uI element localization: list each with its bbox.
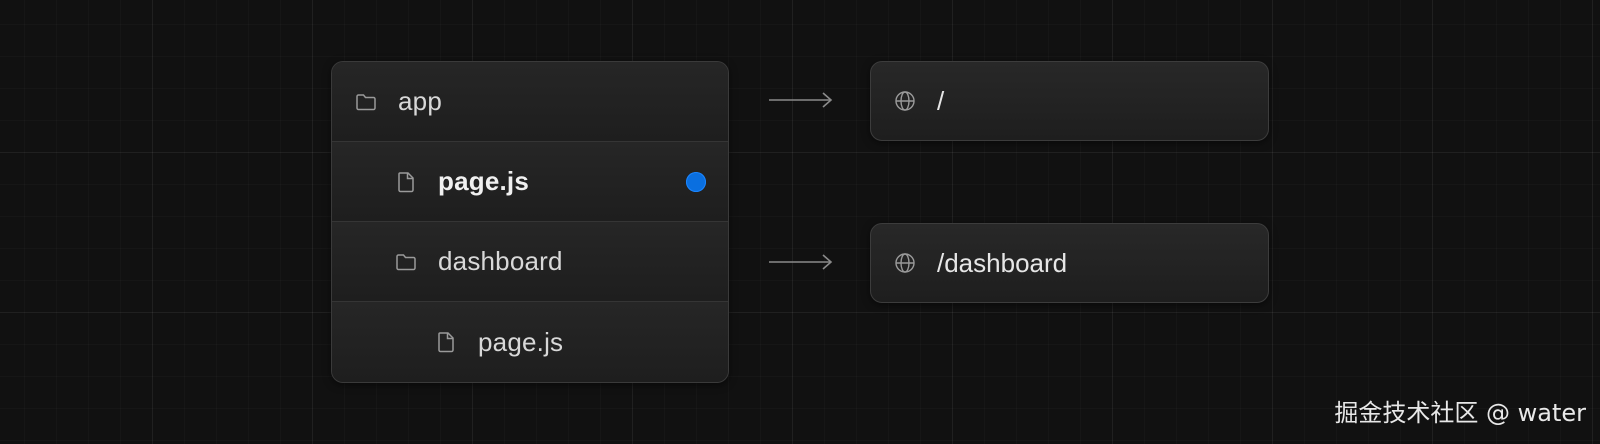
arrow-right-icon — [768, 92, 834, 108]
file-icon — [435, 331, 457, 353]
tree-row-dashboard-page-file: page.js — [332, 302, 728, 382]
tree-row-app-folder: app — [332, 62, 728, 142]
arrow-right-icon — [768, 254, 834, 270]
route-path-label: /dashboard — [937, 247, 1068, 278]
tree-row-label: page.js — [438, 166, 529, 196]
tree-row-label: app — [398, 86, 442, 116]
route-path-label: / — [937, 85, 945, 116]
tree-row-root-page-file: page.js — [332, 142, 728, 222]
globe-icon — [894, 90, 916, 112]
folder-icon — [355, 91, 377, 113]
globe-icon — [894, 252, 916, 274]
tree-row-dashboard-folder: dashboard — [332, 222, 728, 302]
active-indicator-dot — [686, 171, 706, 192]
folder-icon — [395, 251, 417, 273]
file-tree: app page.js dashboard page.js — [331, 61, 729, 383]
route-root: / — [870, 61, 1269, 141]
tree-row-label: dashboard — [438, 246, 563, 276]
route-dashboard: /dashboard — [870, 223, 1269, 303]
watermark: 掘金技术社区 @ water — [1334, 399, 1586, 427]
file-icon — [395, 171, 417, 193]
tree-row-label: page.js — [478, 326, 564, 357]
